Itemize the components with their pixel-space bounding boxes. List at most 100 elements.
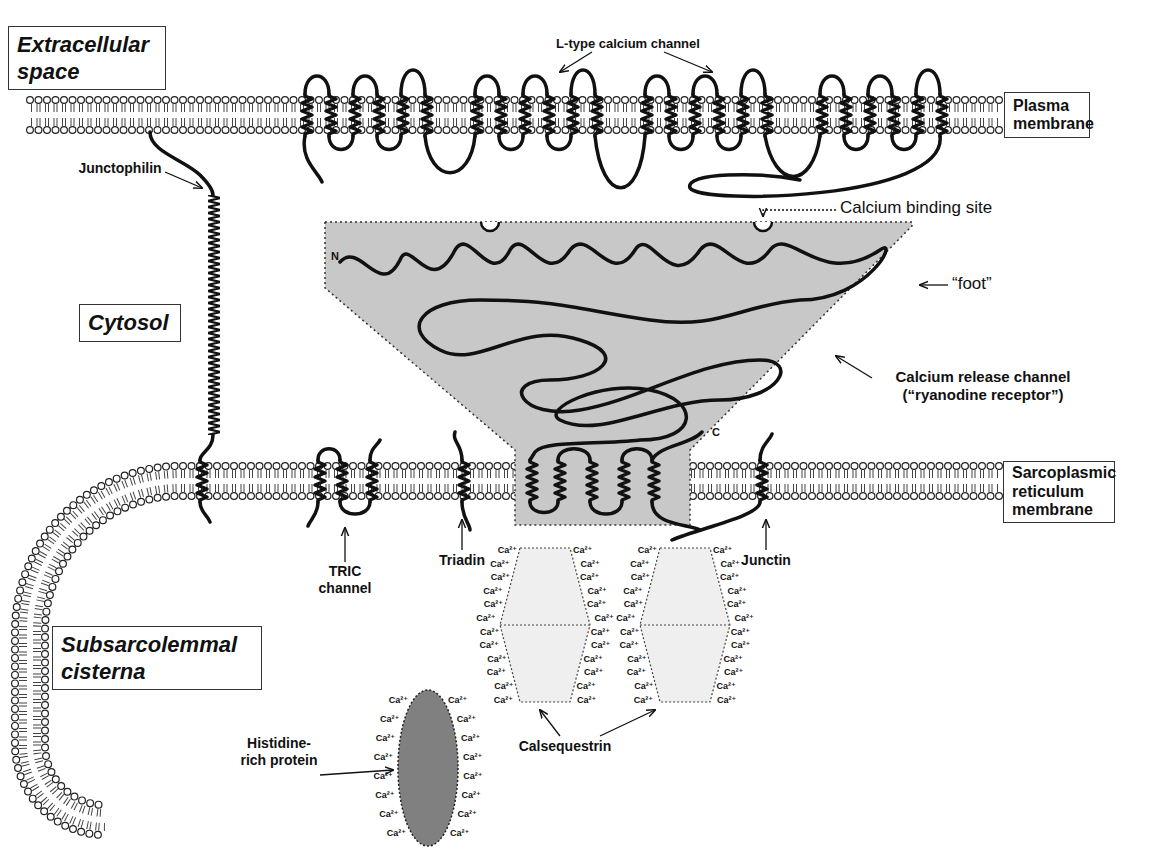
calsequestrin-shape: [500, 548, 590, 702]
calsequestrin-shape: [640, 548, 730, 702]
region-box: Plasma membrane: [1004, 92, 1090, 138]
plasma-membrane-bilayer: [30, 100, 1000, 130]
channel-loops: [820, 70, 940, 150]
ion-label: Ca²⁺: [717, 682, 736, 691]
junctin-chain: [672, 434, 772, 540]
helix: [865, 94, 875, 136]
part-label: Calcium release channel (“ryanodine rece…: [878, 368, 1088, 404]
ion-label: Ca²⁺: [491, 573, 510, 582]
ion-label: Ca²⁺: [484, 600, 503, 609]
leader-arrow: [763, 210, 836, 216]
ion-label: Ca²⁺: [587, 600, 606, 609]
helix: [889, 94, 899, 136]
lipid-tails: [30, 104, 1000, 112]
leader-arrow: [664, 52, 712, 72]
helix: [714, 94, 724, 136]
helix: [367, 460, 377, 502]
helix: [555, 460, 565, 502]
lipid-heads: [30, 127, 1000, 133]
ion-label: Ca²⁺: [573, 546, 592, 555]
part-label: Junctophilin: [70, 160, 170, 177]
part-label: Triadin: [428, 552, 496, 569]
ion-label: Ca²⁺: [494, 695, 513, 704]
ion-label: Ca²⁺: [631, 573, 650, 582]
helix: [496, 94, 506, 136]
helix: [738, 94, 748, 136]
ion-label: Ca²⁺: [494, 682, 513, 691]
region-label: Subsarcolemmal cisterna: [61, 631, 253, 686]
part-label: L-type calcium channel: [548, 36, 708, 52]
ion-label: Ca²⁺: [595, 614, 614, 623]
helix: [913, 94, 923, 136]
ion-label: Ca²⁺: [580, 559, 599, 568]
triadin-chain: [454, 432, 470, 530]
ion-label: Ca²⁺: [627, 668, 646, 677]
ion-label: Ca²⁺: [374, 772, 393, 781]
ryr-loops: [530, 432, 702, 530]
ion-label: Ca²⁺: [483, 586, 502, 595]
calcium-binding-notch: [754, 222, 772, 231]
helix: [472, 94, 482, 136]
region-label: Sarcoplasmic reticulum membrane: [1012, 464, 1106, 519]
leader-arrow: [836, 356, 872, 378]
ion-label: Ca²⁺: [374, 753, 393, 762]
ion-label: Ca²⁺: [735, 614, 754, 623]
ion-label: Ca²⁺: [720, 573, 739, 582]
part-label: Histidine-rich protein: [240, 735, 318, 769]
ion-label: Ca²⁺: [584, 668, 603, 677]
ion-label: Ca²⁺: [634, 682, 653, 691]
ion-label: Ca²⁺: [717, 695, 736, 704]
ion-label: Ca²⁺: [458, 810, 477, 819]
leader-arrow: [461, 520, 462, 550]
helix: [398, 94, 408, 136]
ion-label: Ca²⁺: [463, 772, 482, 781]
lipid-tails: [30, 118, 1000, 126]
ion-label: Ca²⁺: [463, 753, 482, 762]
helix: [690, 94, 700, 136]
ion-label: Ca²⁺: [462, 791, 481, 800]
lipid-heads: [30, 97, 1000, 103]
helix: [642, 94, 652, 136]
lipid-heads: [30, 96, 1000, 104]
ion-label: Ca²⁺: [577, 682, 596, 691]
calcium-binding-notch: [481, 222, 499, 231]
part-label: Junctin: [732, 552, 800, 569]
lipid-heads: [30, 126, 1000, 134]
ion-label: Ca²⁺: [457, 715, 476, 724]
region-box: Subsarcolemmal cisterna: [52, 626, 262, 690]
calsequestrin-divider: [640, 624, 730, 625]
ion-label: Ca²⁺: [379, 810, 398, 819]
leader-arrow: [560, 52, 592, 72]
ion-label: Ca²⁺: [448, 696, 467, 705]
ion-label: Ca²⁺: [376, 734, 395, 743]
helix: [337, 460, 347, 502]
ion-label: Ca²⁺: [450, 829, 469, 838]
ion-label: Ca²⁺: [724, 668, 743, 677]
part-label: TRIC channel: [313, 563, 377, 597]
tric-loops: [308, 440, 380, 526]
helix: [666, 94, 676, 136]
junctophilin-chain: [200, 435, 213, 460]
helix: [326, 94, 336, 136]
tric-channel: [308, 440, 380, 526]
ion-label: Ca²⁺: [720, 559, 739, 568]
region-label: Extracellular space: [17, 31, 157, 86]
channel-loops: [475, 70, 595, 150]
calsequestrin-divider: [500, 624, 590, 625]
ion-label: Ca²⁺: [627, 654, 646, 663]
region-label: Cytosol: [88, 309, 169, 337]
ion-label: Ca²⁺: [727, 586, 746, 595]
helix: [459, 460, 469, 502]
ion-label: Ca²⁺: [577, 695, 596, 704]
helix: [817, 94, 827, 136]
ion-label: Ca²⁺: [727, 600, 746, 609]
helix: [592, 94, 602, 136]
helix: [757, 460, 767, 502]
helix: [422, 94, 432, 136]
helix: [649, 460, 659, 502]
leader-arrow: [540, 710, 560, 736]
helix: [762, 94, 772, 136]
ion-label: Ca²⁺: [731, 641, 750, 650]
region-box: Sarcoplasmic reticulum membrane: [1003, 461, 1115, 523]
ion-label: Ca²⁺: [584, 654, 603, 663]
